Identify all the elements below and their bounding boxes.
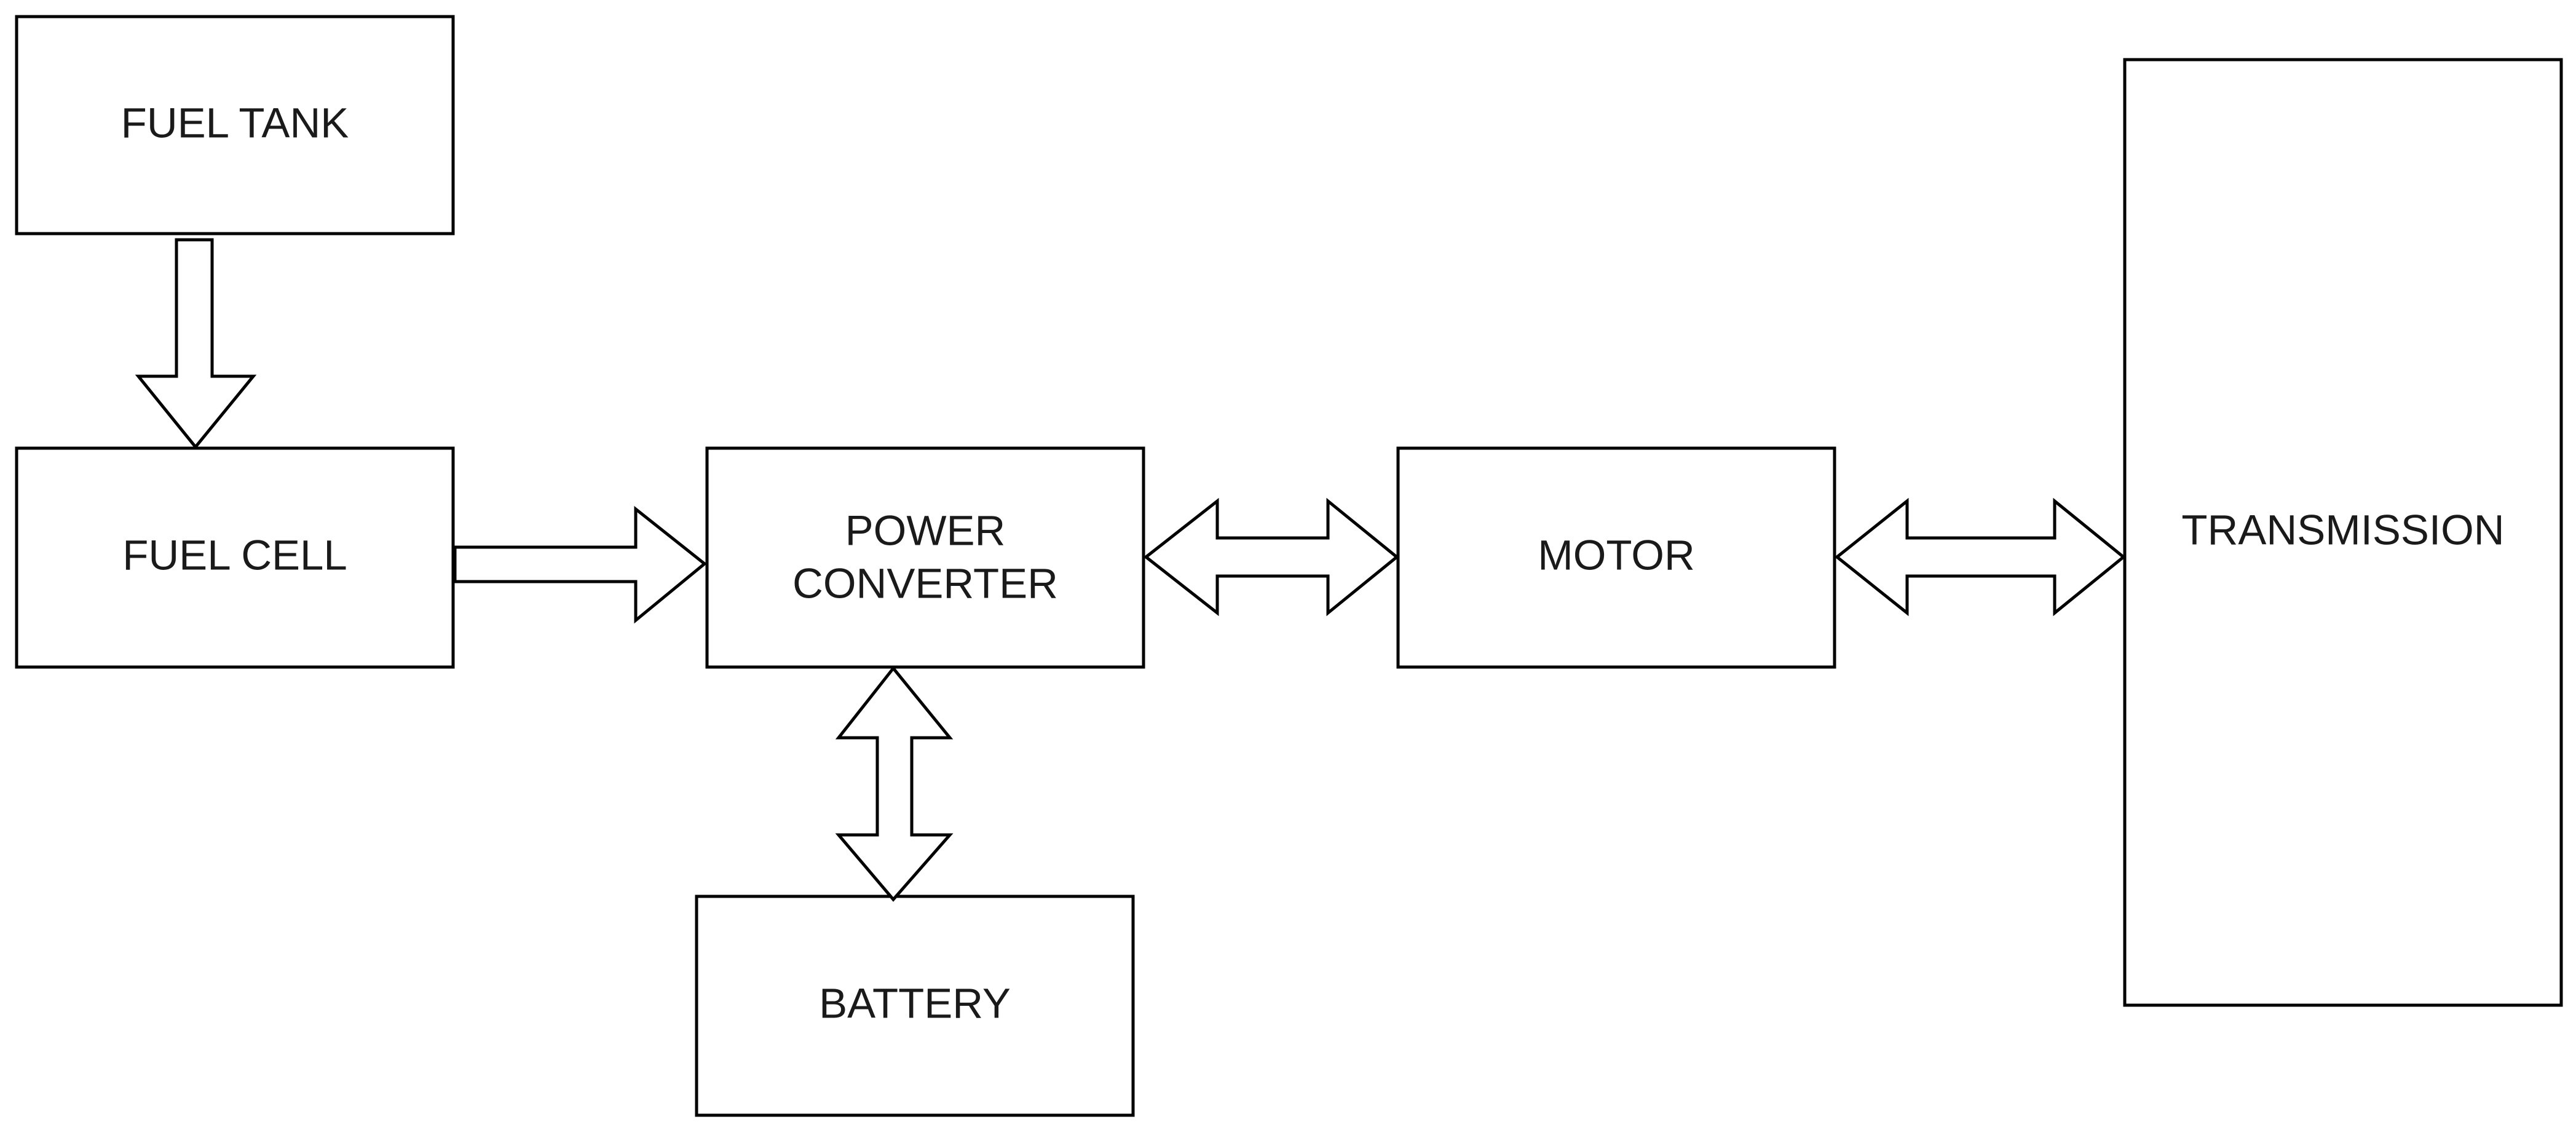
fuel-tank-to-fuel-cell-arrow [135,238,257,449]
power-converter-label-line2: CONVERTER [792,560,1058,607]
fuel-tank-label: FUEL TANK [121,100,349,147]
power-converter-block: POWER CONVERTER [705,446,1145,669]
fuel-tank-block: FUEL TANK [15,15,455,235]
transmission-block: TRANSMISSION [2123,58,2563,1007]
power-converter-battery-double-arrow [835,666,954,902]
power-converter-motor-double-arrow [1143,497,1399,617]
motor-label: MOTOR [1538,532,1695,579]
fuel-cell-block: FUEL CELL [15,446,455,669]
battery-label: BATTERY [819,980,1011,1027]
transmission-label: TRANSMISSION [2181,507,2504,554]
motor-transmission-double-arrow [1834,497,2126,617]
fuel-cell-to-power-converter-arrow [453,505,707,624]
battery-block: BATTERY [695,895,1135,1117]
fuel-cell-label: FUEL CELL [122,532,347,579]
motor-block: MOTOR [1396,446,1836,669]
power-converter-label-line1: POWER [845,507,1006,555]
